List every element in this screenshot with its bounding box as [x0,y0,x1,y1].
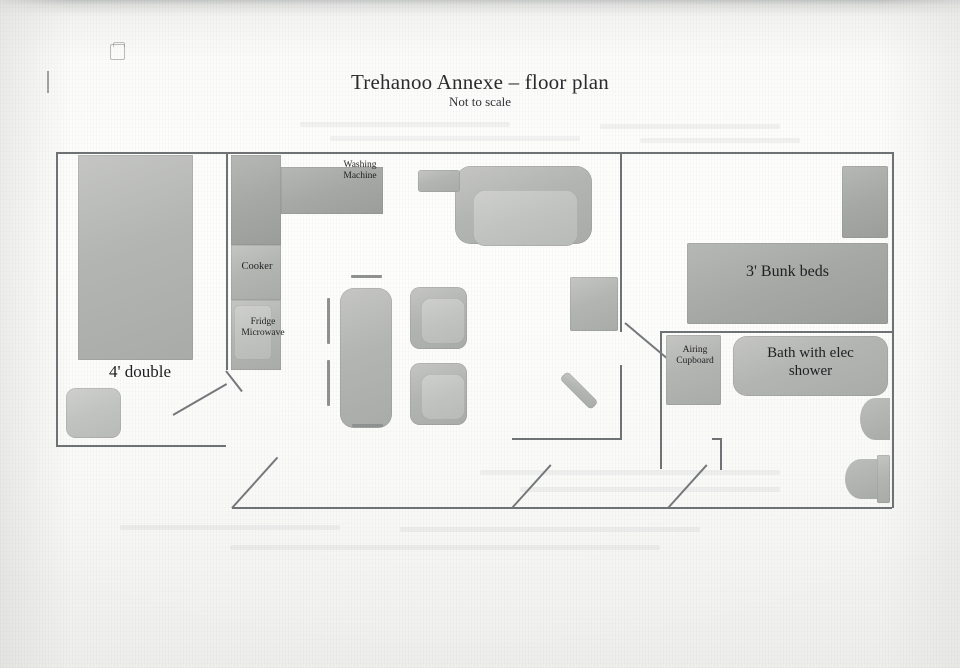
wall-bunk-bathroom-divider [660,331,894,333]
wardrobe [842,166,888,238]
wall-bathroom-entry-stub [712,438,722,440]
side-table [418,170,460,192]
wall-bathroom-left-lower [660,439,662,469]
bedside-unit [66,388,121,438]
wall-right-outer [892,152,894,508]
diagonal-furniture-item [559,371,599,410]
door-swing-bathroom-bottom [667,464,708,509]
wall-bedroom-bottom [56,445,226,447]
kitchen-counter-horizontal [281,167,383,214]
airing-cupboard [666,335,721,405]
dining-table [340,288,392,428]
chair-left-upper [327,298,330,344]
door-swing-kitchen-left [231,456,279,509]
wall-bathroom-entry-stub-v [720,438,722,470]
wall-left-outer [56,152,58,447]
wall-kitchen-angled [225,370,243,393]
wall-partition-living-right [620,152,622,332]
door-swing-living-bottom [511,464,552,509]
label-double-bed: 4' double [108,362,172,381]
armchair-upper-seat [421,298,465,344]
toilet-fixture [845,459,877,499]
kitchen-counter-vertical [231,155,281,245]
sofa-cushion [473,190,578,246]
wall-bathroom-left [660,331,662,439]
wall-main-bottom [232,507,892,509]
paperclip-icon [110,42,125,60]
bath-with-shower [733,336,888,396]
wall-partition-living-right-lower [620,365,622,440]
bunk-beds [687,243,888,324]
cistern [877,455,890,503]
armchair-lower-seat [421,374,465,420]
page-title: Trehanoo Annexe – floor plan [351,70,609,94]
wall-living-bottom [512,438,622,440]
table-edge-bottom [352,424,383,427]
table-edge-top [351,275,382,278]
chair-left-lower [327,360,330,406]
cooker-unit [231,245,281,300]
page-subtitle: Not to scale [448,94,512,109]
wall-kitchen-left [226,152,228,370]
wall-top [56,152,894,154]
margin-tick-mark [47,71,49,93]
door-swing-bedroom [172,383,228,416]
basin-fixture [860,398,890,440]
living-room-cabinet [570,277,618,331]
microwave-unit [234,305,272,360]
double-bed [78,155,193,360]
